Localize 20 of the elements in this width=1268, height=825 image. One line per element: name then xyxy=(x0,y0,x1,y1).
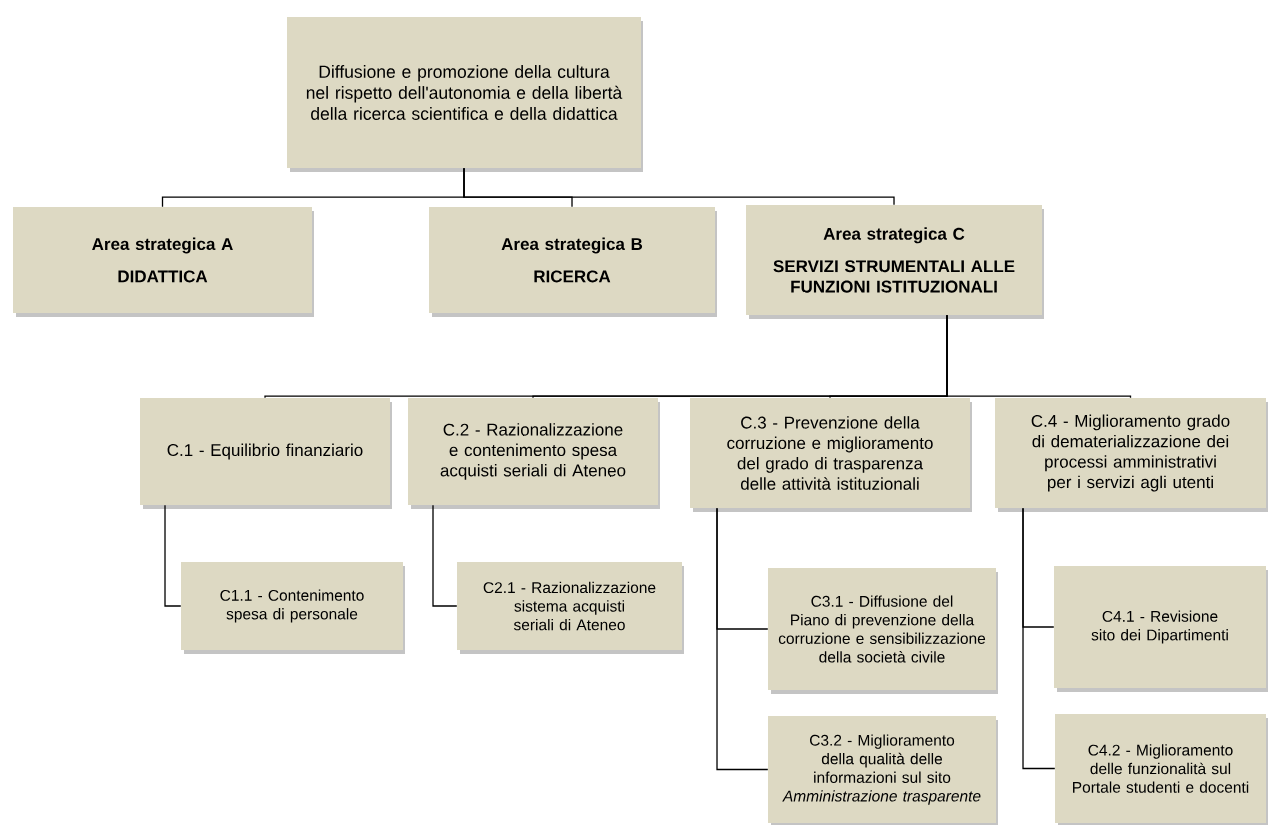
goal-box: Diffusione e promozione della cultura nel rispetto dell'autonomia e della libertà della ricerca scientifica e della didattica xyxy=(287,17,643,172)
connector-line xyxy=(716,507,769,771)
objective-box: C.3 - Prevenzione della corruzione e miglioramento del grado di trasparenza delle attività istituzionali xyxy=(690,398,972,512)
action-box: C1.1 - Contenimento spesa di personale xyxy=(181,562,405,654)
objective-box: C.2 - Razionalizzazione e contenimento spesa acquisti seriali di Ateneo xyxy=(408,398,660,509)
connector-line xyxy=(946,314,1132,399)
objective-box: C.4 - Miglioramento grado di dematerializzazione dei processi amministrativi per i servizi agli utenti xyxy=(995,398,1268,512)
action-box: C3.1 - Diffusione del Piano di prevenzione della corruzione e sensibilizzazione della società civile xyxy=(768,568,998,694)
connector-line xyxy=(164,504,182,607)
area-box: Area strategica A DIDATTICA xyxy=(13,207,314,317)
action-box: C4.2 - Miglioramento delle funzionalità sul Portale studenti e docenti xyxy=(1055,714,1268,825)
connector-line xyxy=(463,167,895,206)
connector-line xyxy=(432,504,458,607)
action-box: C4.1 - Revisione sito dei Dipartimenti xyxy=(1054,566,1268,692)
area-box: Area strategica B RICERCA xyxy=(429,207,717,317)
area-box: Area strategica C SERVIZI STRUMENTALI ALLE FUNZIONI ISTITUZIONALI xyxy=(746,205,1044,319)
objective-box: C.1 - Equilibrio finanziario xyxy=(140,398,392,509)
connector-line xyxy=(1022,507,1056,770)
action-box: C3.2 - Miglioramento della qualità delle informazioni sul sito Amministrazione trasparente xyxy=(768,716,998,825)
action-box: C2.1 - Razionalizzazione sistema acquisti seriali di Ateneo xyxy=(457,562,684,654)
